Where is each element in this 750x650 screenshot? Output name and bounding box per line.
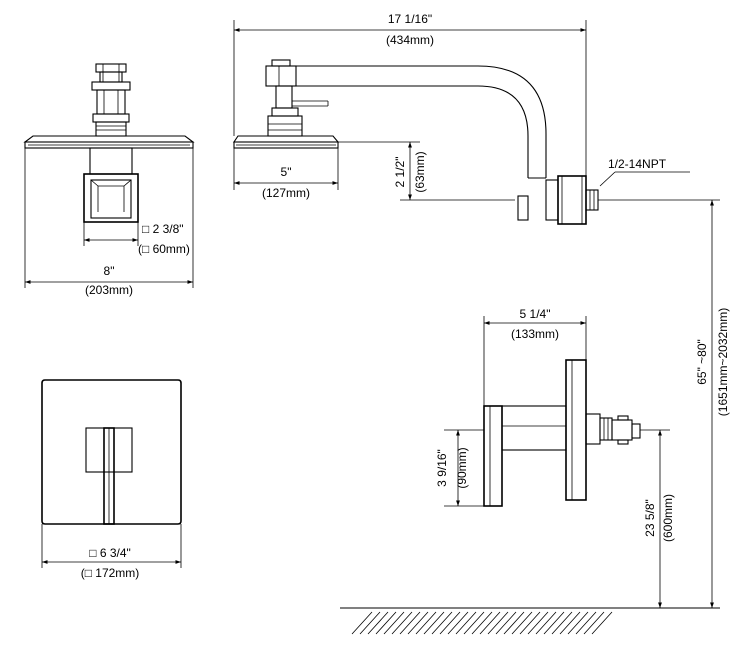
thread-spec-callout: 1/2-14NPT [608,157,667,171]
valve-height-dim-mm: (600mm) [661,494,675,542]
floor-hatch-line [455,611,477,635]
floor-hatch-line [415,611,437,635]
install-height-dim-mm: (1651mm~2032mm) [716,308,730,416]
floor-hatch-line [367,611,389,635]
head-reach-dim-in: 5" [281,165,292,179]
floor-hatch-line [511,611,533,635]
floor-hatch-line [423,611,445,635]
valve-depth-dim-in: 5 1/4" [520,307,551,321]
trim-plate-front-view: □ 6 3/4" (□ 172mm) [41,379,182,580]
trim-square-dim-in: □ 6 3/4" [89,546,131,560]
floor-hatch-line [495,611,517,635]
floor-hatch-line [471,611,493,635]
floor-hatch-line [575,611,597,635]
floor-hatch-line [559,611,581,635]
install-height-dimension: 65" ~80" (1651mm~2032mm) [695,200,730,608]
head-drop-dim-in: 2 1/2" [393,157,407,188]
handle-height-dim-in: 3 9/16" [435,449,449,487]
floor-hatch-line [375,611,397,635]
floor-line [340,607,720,635]
floor-hatch-line [583,611,605,635]
floor-hatch-line [407,611,429,635]
floor-hatch-line [391,611,413,635]
floor-hatch-line [439,611,461,635]
floor-hatch-line [431,611,453,635]
arm-length-dim-mm: (434mm) [386,33,434,47]
valve-depth-dim-mm: (133mm) [511,327,559,341]
handle-height-dim-mm: (90mm) [455,447,469,488]
shower-head-front-view: □ 2 3/8" (□ 60mm) 8" (203mm) [23,63,195,297]
install-height-dim-in: 65" ~80" [695,339,709,385]
floor-hatch-line [591,611,613,635]
floor-hatch-line [543,611,565,635]
floor-hatch-line [535,611,557,635]
arm-square-dim-mm: (□ 60mm) [138,242,190,256]
arm-square-dim-in: □ 2 3/8" [142,222,184,236]
floor-hatch-line [551,611,573,635]
floor-hatch-line [447,611,469,635]
floor-hatch-line [527,611,549,635]
head-width-dim-in: 8" [104,264,115,278]
floor-hatch-line [567,611,589,635]
floor-hatch-line [399,611,421,635]
head-drop-dim-mm: (63mm) [413,151,427,192]
floor-hatch-line [519,611,541,635]
floor-hatch-line [503,611,525,635]
head-width-dim-mm: (203mm) [85,283,133,297]
floor-hatch-line [351,611,373,635]
valve-height-dim-in: 23 5/8" [643,499,657,537]
floor-hatch-line [359,611,381,635]
floor-hatch-line [463,611,485,635]
trim-square-dim-mm: (□ 172mm) [81,566,140,580]
arm-length-dim-in: 17 1/16" [388,12,432,26]
head-reach-dim-mm: (127mm) [262,186,310,200]
floor-hatch-line [383,611,405,635]
valve-side-view: 5 1/4" (133mm) 3 9/16" (90mm) 23 5/8" (6… [435,307,675,608]
floor-hatch-line [487,611,509,635]
floor-hatch-line [479,611,501,635]
shower-arm-side-view: 17 1/16" (434mm) 5" (127mm) 2 1/2" (63mm… [232,12,720,225]
